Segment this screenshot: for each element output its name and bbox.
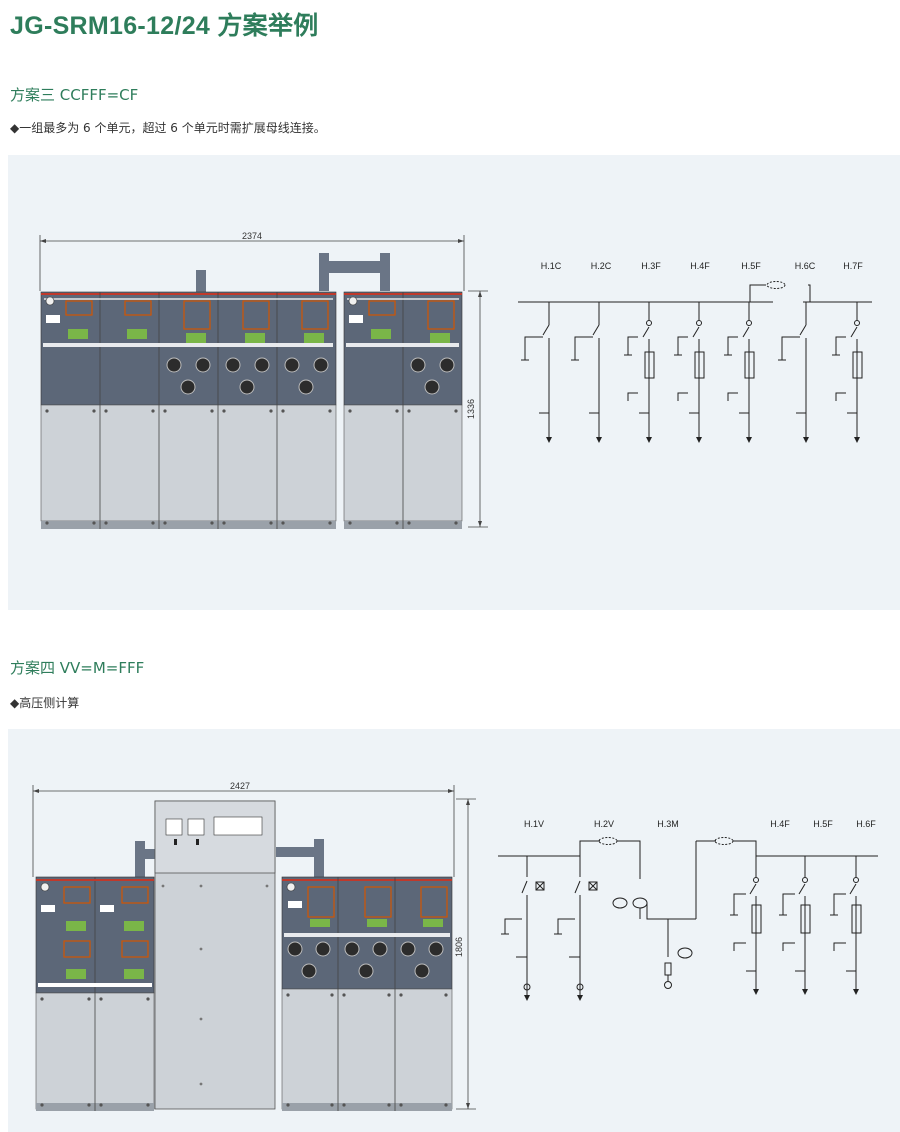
scheme3-height-label: 1336 [466,399,476,419]
scheme4-cabinet-drawing: 2427 1806 [32,781,476,1111]
scheme3-unit-label: H.2C [591,261,612,271]
scheme4-width-label: 2427 [230,781,250,791]
scheme3-unit-label: H.6C [795,261,816,271]
scheme3-unit-label: H.4F [690,261,710,271]
page-title: JG-SRM16-12/24 方案举例 [10,12,319,40]
scheme3-single-line-diagram: H.1C H.2C H.3F H.4F H.5F H.6C H.7F [518,261,872,443]
scheme3-unit-label: H.1C [541,261,562,271]
scheme4-heading: 方案四 VV=M=FFF [10,659,145,677]
scheme4-unit-label: H.2V [594,819,614,829]
scheme4-single-line-diagram: H.1V H.2V H.3M H.4F H.5F H.6F [498,819,878,1001]
scheme4-height-label: 1806 [454,937,464,957]
scheme4-unit-label: H.6F [856,819,876,829]
scheme3-unit-label: H.5F [741,261,761,271]
scheme4-unit-label: H.1V [524,819,544,829]
scheme4-note: ◆高压侧计算 [10,696,80,710]
scheme3-note: ◆一组最多为 6 个单元，超过 6 个单元时需扩展母线连接。 [10,121,326,135]
scheme3-cabinet-drawing: 2374 1336 [39,231,488,529]
scheme3-unit-label: H.3F [641,261,661,271]
scheme3-heading: 方案三 CCFFF=CF [10,86,139,104]
scheme3-width-label: 2374 [242,231,262,241]
scheme4-unit-label: H.4F [770,819,790,829]
scheme4-unit-label: H.3M [657,819,679,829]
scheme3-unit-label: H.7F [843,261,863,271]
scheme4-panel: 2427 1806 [8,729,900,1132]
scheme3-panel: 2374 1336 [8,155,900,610]
scheme4-unit-label: H.5F [813,819,833,829]
